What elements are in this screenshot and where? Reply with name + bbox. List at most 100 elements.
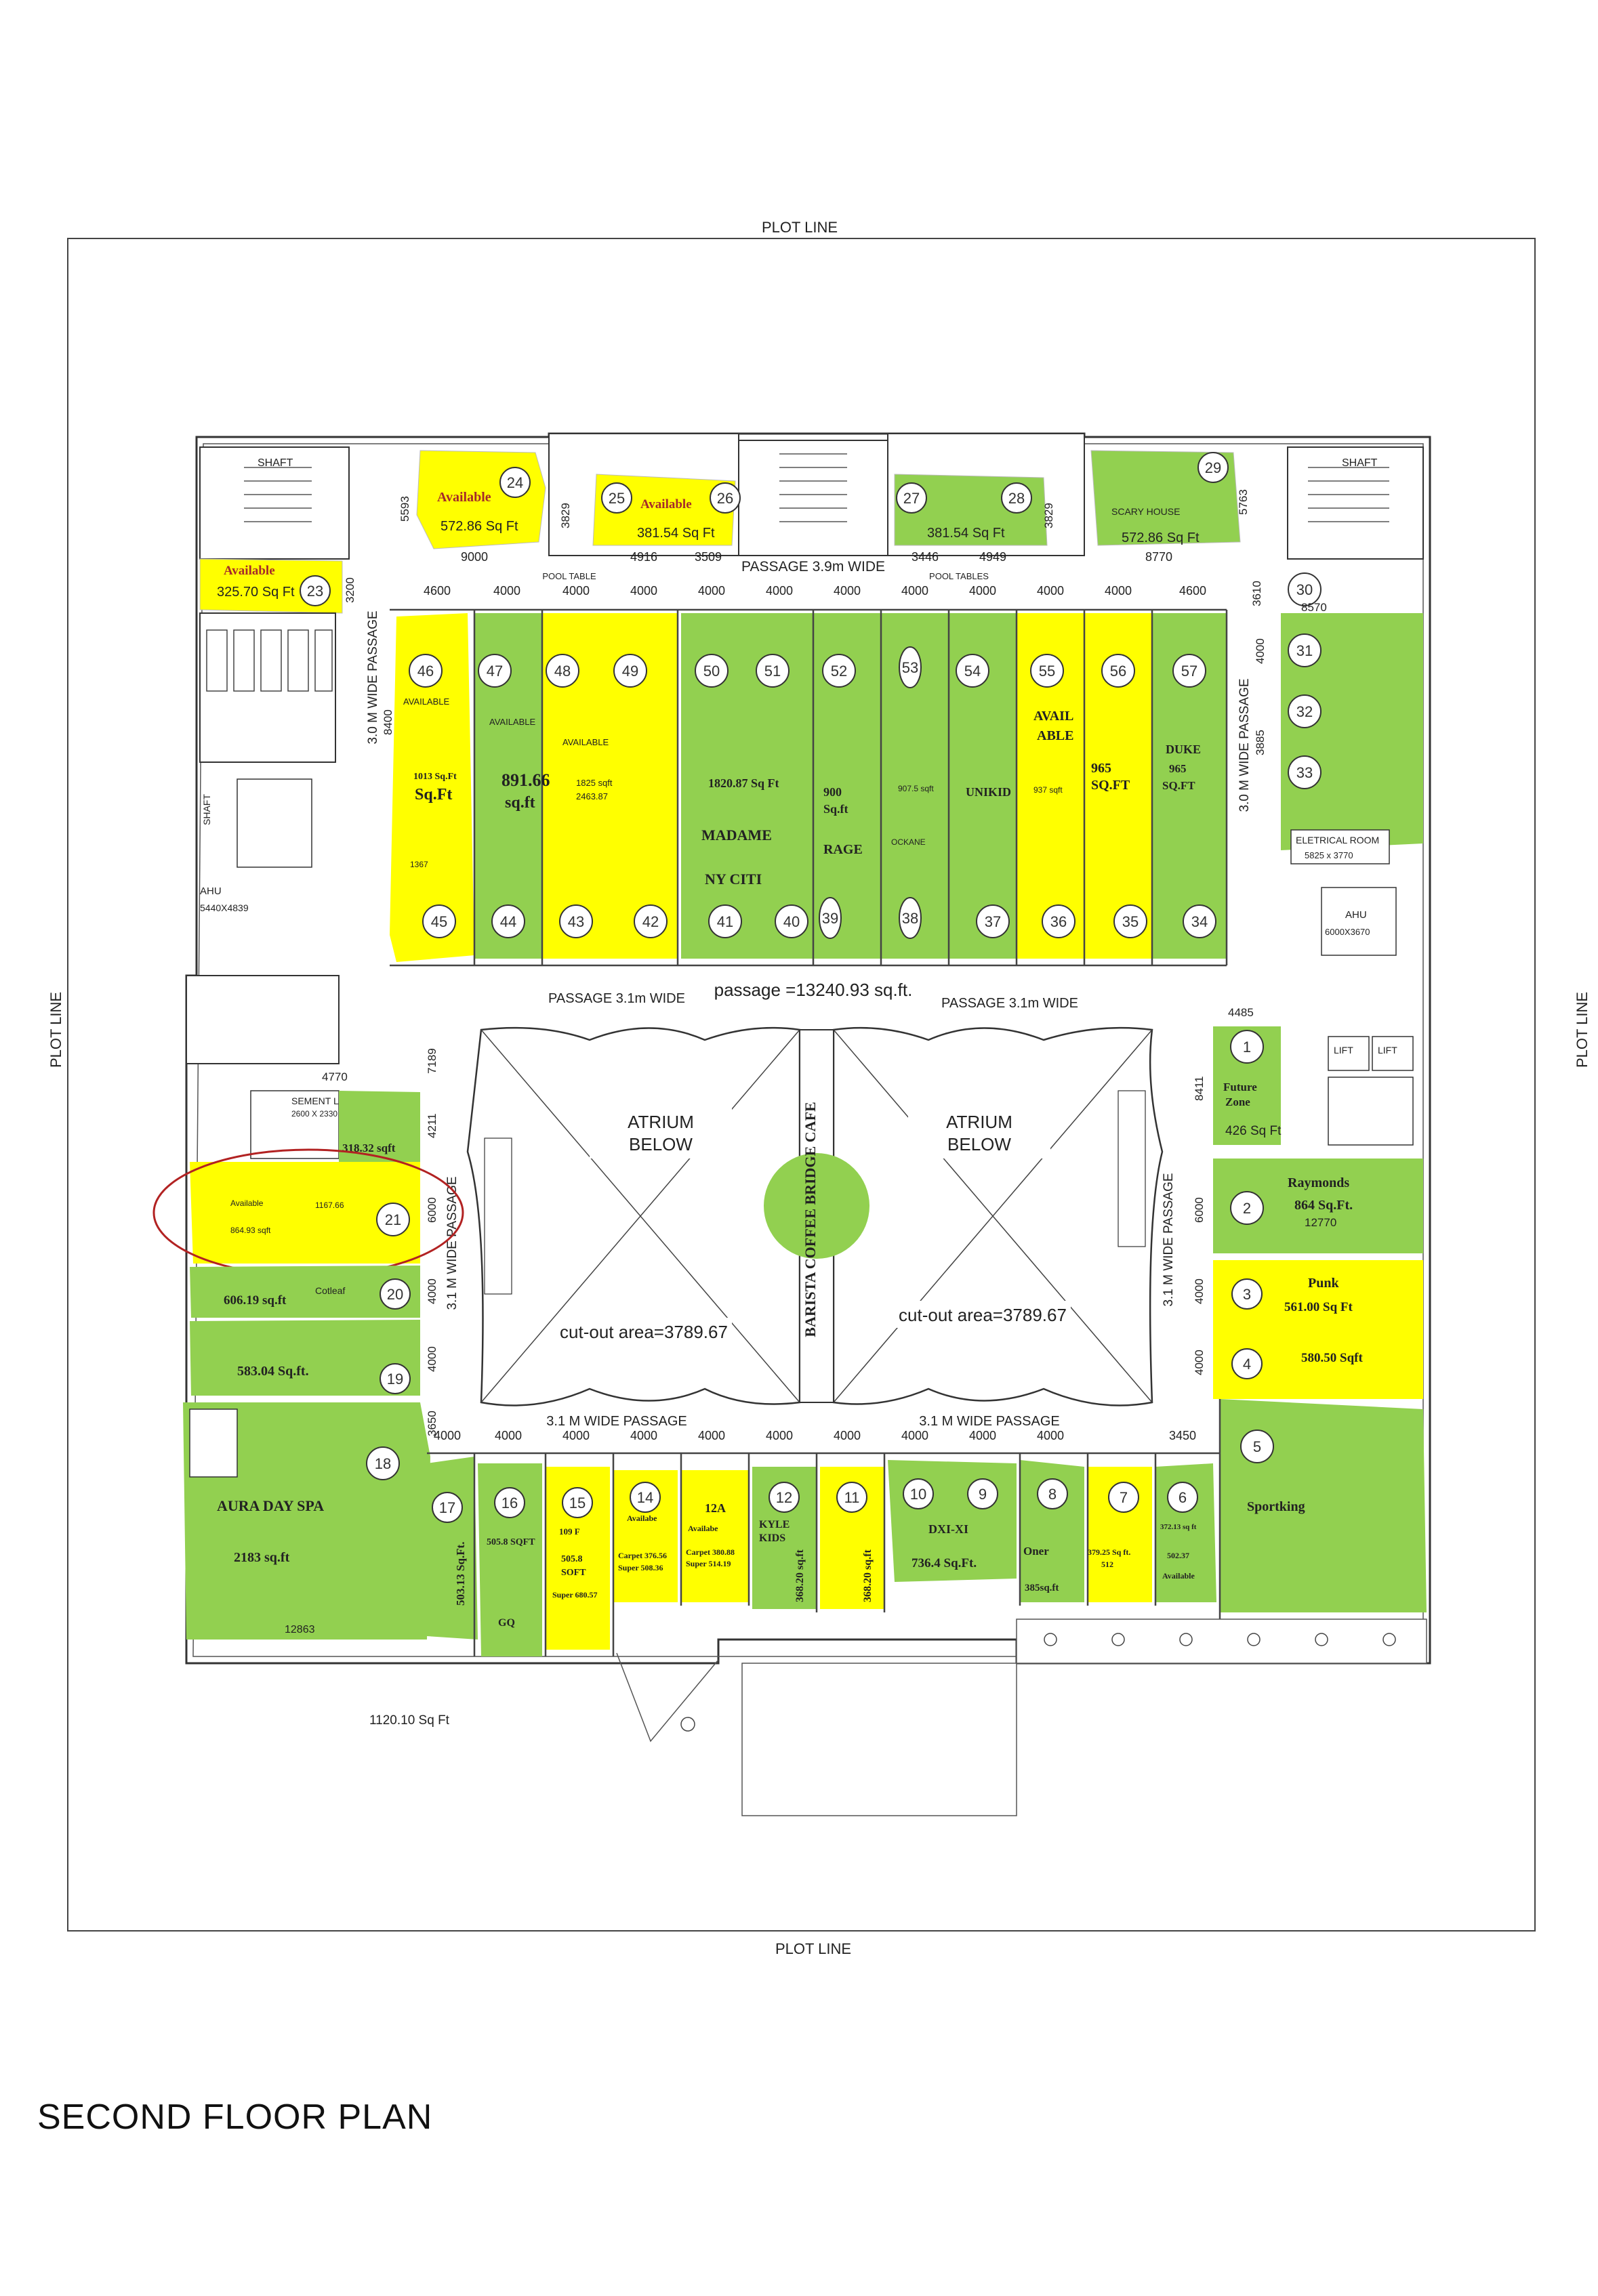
svg-text:55: 55 [1039,663,1055,680]
svg-text:Carpet 380.88: Carpet 380.88 [686,1547,735,1557]
unit-sf2[interactable] [1213,1159,1423,1253]
svg-text:561.00 Sq Ft: 561.00 Sq Ft [1284,1300,1353,1314]
unit-sf21[interactable] [190,1162,420,1264]
svg-text:503.13 Sq.Ft.: 503.13 Sq.Ft. [454,1542,467,1606]
svg-text:34: 34 [1191,913,1208,930]
svg-text:505.8 SQFT: 505.8 SQFT [487,1537,535,1547]
svg-text:1: 1 [1243,1039,1251,1056]
stair-top-center [738,440,888,556]
svg-text:52: 52 [831,663,847,680]
svg-text:583.04 Sq.ft.: 583.04 Sq.ft. [237,1364,309,1379]
svg-text:12: 12 [776,1489,792,1506]
svg-text:4000: 4000 [969,1429,996,1442]
svg-text:AVAIL: AVAIL [1033,709,1073,724]
svg-text:21: 21 [385,1211,401,1228]
svg-text:Punk: Punk [1308,1276,1339,1291]
unit-sf8[interactable] [1020,1460,1084,1602]
passage-atrium-right: 3.1 M WIDE PASSAGE [1162,1173,1176,1306]
svg-text:26: 26 [717,490,733,507]
svg-text:4000: 4000 [1193,1278,1206,1304]
bottom-row-dimensions: 4000 4000 4000 4000 4000 4000 4000 4000 … [434,1429,1196,1442]
svg-text:16: 16 [501,1495,518,1511]
svg-text:19: 19 [387,1371,403,1387]
svg-text:40: 40 [783,913,800,930]
atrium-right-label-1: ATRIUM [946,1112,1012,1132]
svg-text:4770: 4770 [322,1070,348,1083]
svg-text:3446: 3446 [911,550,939,564]
atrium-left-cutout: cut-out area=3789.67 [560,1322,728,1342]
svg-text:6: 6 [1179,1489,1187,1506]
unit-sf45-46[interactable] [390,613,474,962]
svg-text:45: 45 [431,913,447,930]
svg-text:368.20 sq.ft: 368.20 sq.ft [794,1549,806,1602]
right-column-text: 1 Future Zone 426 Sq Ft 2 Raymonds 864 S… [1223,1030,1363,1379]
svg-text:3650: 3650 [426,1411,438,1436]
svg-text:56: 56 [1110,663,1126,680]
svg-text:SQ.FT: SQ.FT [1162,779,1195,792]
passage-bottom-right: 3.1 M WIDE PASSAGE [919,1414,1059,1429]
svg-text:8400: 8400 [382,709,394,735]
svg-text:41: 41 [717,913,733,930]
svg-text:43: 43 [568,913,584,930]
unit-sf16[interactable] [478,1463,542,1656]
cafe-label: BARISTA COFFEE BRIDGE CAFE [802,1102,819,1337]
upper-sf-numbers: 46 47 48 49 50 51 52 53 54 55 56 57 45 4… [409,646,1216,939]
svg-text:2183 sq.ft: 2183 sq.ft [234,1550,290,1565]
sf25-26-labels: 25 26 Available 381.54 Sq Ft [601,482,741,541]
svg-text:4600: 4600 [424,584,451,598]
svg-text:38: 38 [902,910,918,927]
svg-text:AHU: AHU [200,885,222,897]
shaft-top-left: SHAFT [258,457,293,469]
svg-text:48: 48 [554,663,571,680]
svg-text:39: 39 [822,910,838,927]
page-title: SECOND FLOOR PLAN [37,2097,433,2137]
svg-text:4000: 4000 [969,584,996,598]
stair-top-left [199,446,350,560]
svg-text:42: 42 [642,913,659,930]
lift-label-2: LIFT [1378,1045,1397,1056]
unit-sf17[interactable] [427,1457,478,1640]
svg-text:Sq.ft: Sq.ft [823,802,848,816]
svg-text:14: 14 [637,1489,653,1506]
svg-text:3610: 3610 [1250,581,1263,606]
pool-table-left: POOL TABLE [542,571,596,581]
svg-text:Raymonds: Raymonds [1288,1175,1349,1190]
svg-text:505.8: 505.8 [561,1554,583,1564]
unit-sf1[interactable] [1213,1026,1281,1145]
unit-sf21-top[interactable] [339,1091,420,1162]
svg-text:33: 33 [1296,764,1313,781]
svg-text:32: 32 [1296,703,1313,720]
svg-text:Future: Future [1223,1081,1257,1093]
svg-text:864 Sq.Ft.: 864 Sq.Ft. [1294,1198,1353,1213]
sf23-labels: Available 325.70 Sq Ft 23 [217,564,331,606]
svg-text:1013 Sq.Ft: 1013 Sq.Ft [413,772,457,782]
svg-text:Sportking: Sportking [1247,1499,1305,1514]
svg-text:864.93 sqft: 864.93 sqft [230,1226,271,1235]
svg-text:57: 57 [1181,663,1197,680]
svg-text:4: 4 [1243,1356,1251,1373]
svg-text:AURA DAY SPA: AURA DAY SPA [217,1497,324,1514]
svg-text:SQ.FT: SQ.FT [1091,778,1130,793]
upper-unit-text: AVAILABLE AVAILABLE AVAILABLE 1013 Sq.Ft… [403,696,1201,888]
sf24-labels: 24 Available 572.86 Sq Ft [437,467,531,534]
svg-text:Available: Available [437,490,491,505]
svg-text:AHU: AHU [1345,909,1367,921]
cutout-left-bg [556,1318,732,1345]
unit-sf19[interactable] [190,1320,420,1396]
svg-text:Zone: Zone [1225,1095,1250,1108]
svg-text:606.19 sq.ft: 606.19 sq.ft [224,1293,287,1308]
cafe-circle[interactable] [764,1153,869,1259]
svg-text:3829: 3829 [1042,503,1055,528]
svg-text:12863: 12863 [285,1624,315,1635]
svg-text:UNIKID: UNIKID [966,785,1011,799]
svg-text:AVAILABLE: AVAILABLE [403,696,449,707]
svg-text:4000: 4000 [1037,1429,1064,1442]
unit-sf12a[interactable] [681,1470,749,1602]
unit-sf20[interactable] [190,1266,420,1318]
svg-text:SCARY HOUSE: SCARY HOUSE [1111,506,1180,517]
sf21-labels: Available 1167.66 864.93 sqft 21 [230,1198,410,1236]
passage-atrium-left: 3.1 M WIDE PASSAGE [445,1176,459,1310]
svg-text:12770: 12770 [1305,1216,1336,1229]
svg-text:35: 35 [1122,913,1139,930]
